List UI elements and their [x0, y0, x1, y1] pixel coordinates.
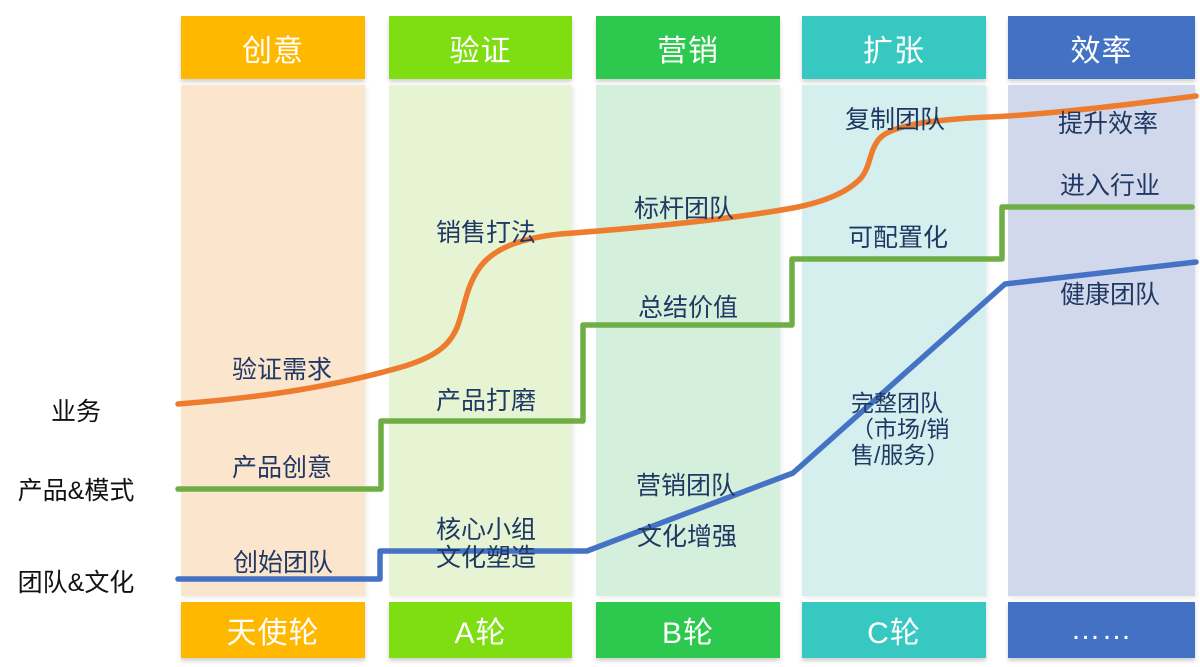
business-label-benchmark-team: 标杆团队 [634, 195, 735, 223]
team-label-healthy-team: 健康团队 [1060, 281, 1161, 309]
business-label-sales-playbook: 销售打法 [436, 219, 537, 247]
product-label-product-polish: 产品打磨 [436, 387, 537, 415]
team-label-marketing-team: 营销团队 [636, 472, 737, 500]
round-bar-series-a: A轮 [389, 602, 572, 658]
team-label-core-group: 核心小组 文化塑造 [436, 516, 537, 572]
product-label-summarize-value: 总结价值 [638, 294, 739, 322]
stage-body-efficiency [1008, 85, 1195, 596]
team-label-founding-team: 创始团队 [233, 549, 334, 577]
row-label-business: 业务 [50, 398, 101, 426]
product-label-enter-industry: 进入行业 [1060, 172, 1161, 200]
round-bar-angel: 天使轮 [181, 602, 365, 658]
stage-header-expansion: 扩张 [802, 16, 986, 79]
product-label-configurable: 可配置化 [848, 224, 949, 252]
business-label-boost-efficiency: 提升效率 [1058, 110, 1159, 138]
product-step-line [175, 204, 1195, 492]
business-curve [175, 93, 1199, 407]
round-bar-series-b: B轮 [596, 602, 780, 658]
stage-header-idea: 创意 [181, 16, 365, 79]
round-bar-series-c: C轮 [802, 602, 986, 658]
row-labels: 业务 产品&模式 团队&文化 [0, 0, 160, 667]
stage-header-marketing: 营销 [596, 16, 780, 79]
stage-body-idea [181, 85, 365, 596]
stage-body-expansion [802, 85, 986, 596]
business-label-replicate-team: 复制团队 [845, 106, 946, 134]
row-label-team-culture: 团队&文化 [17, 569, 135, 597]
row-label-product-model: 产品&模式 [17, 477, 135, 505]
team-line [175, 259, 1199, 582]
team-label-complete-team: 完整团队 （市场/销 售/服务） [851, 390, 950, 468]
round-bar-later: …… [1008, 602, 1195, 658]
business-label-validate-demand: 验证需求 [232, 356, 333, 384]
stage-body-validation [389, 85, 572, 596]
stage-header-validation: 验证 [389, 16, 572, 79]
stage-header-efficiency: 效率 [1008, 16, 1195, 79]
product-label-product-idea: 产品创意 [232, 454, 333, 482]
team-label-culture-boost: 文化增强 [637, 523, 738, 551]
